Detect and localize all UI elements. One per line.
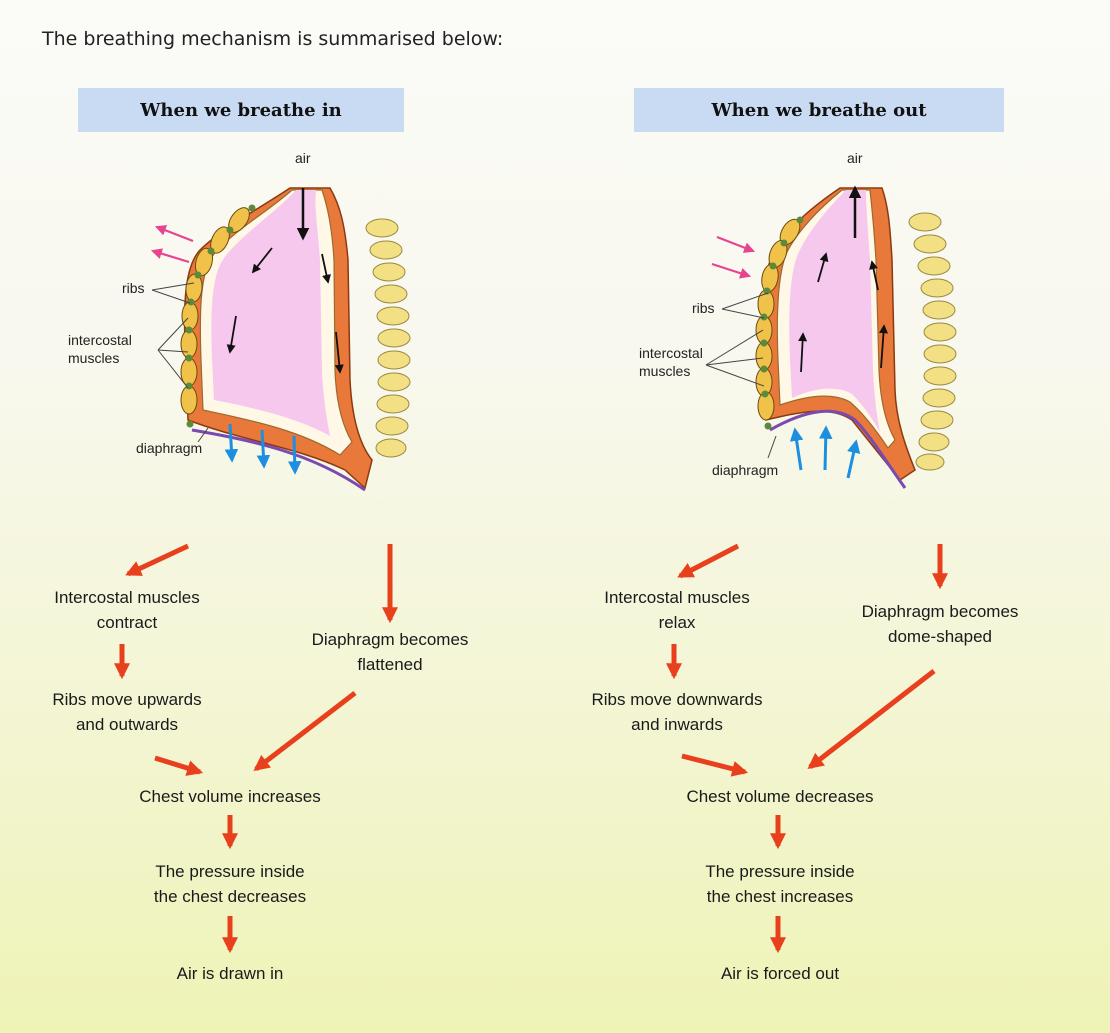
exhale-ribs-label: ribs	[692, 300, 715, 316]
exhale-chest-illustration	[706, 188, 956, 488]
inhale-step-diaphragm: Diaphragm becomes flattened	[280, 628, 500, 677]
inhale-step-pressure: The pressure inside the chest decreases	[120, 860, 340, 909]
exhale-step-ribs: Ribs move downwards and inwards	[562, 688, 792, 737]
inhale-diaphragm-label: diaphragm	[136, 440, 202, 456]
exhale-spine	[909, 213, 956, 470]
inhale-ribs-label: ribs	[122, 280, 145, 296]
exhale-step-pressure: The pressure inside the chest increases	[670, 860, 890, 909]
exhale-step-intercostal: Intercostal muscles relax	[572, 586, 782, 635]
exhale-step-diaphragm: Diaphragm becomes dome-shaped	[830, 600, 1050, 649]
inhale-spine	[366, 219, 410, 457]
exhale-air-label: air	[847, 150, 863, 166]
inhale-intercostal-label: intercostal muscles	[68, 331, 132, 367]
exhale-step-volume: Chest volume decreases	[655, 785, 905, 810]
inhale-step-volume: Chest volume increases	[110, 785, 350, 810]
exhale-diaphragm-label: diaphragm	[712, 462, 778, 478]
inhale-step-intercostal: Intercostal muscles contract	[22, 586, 232, 635]
exhale-step-air: Air is forced out	[680, 962, 880, 987]
exhale-intercostal-label: intercostal muscles	[639, 344, 703, 380]
inhale-step-air: Air is drawn in	[130, 962, 330, 987]
inhale-air-label: air	[295, 150, 311, 166]
inhale-step-ribs: Ribs move upwards and outwards	[22, 688, 232, 737]
